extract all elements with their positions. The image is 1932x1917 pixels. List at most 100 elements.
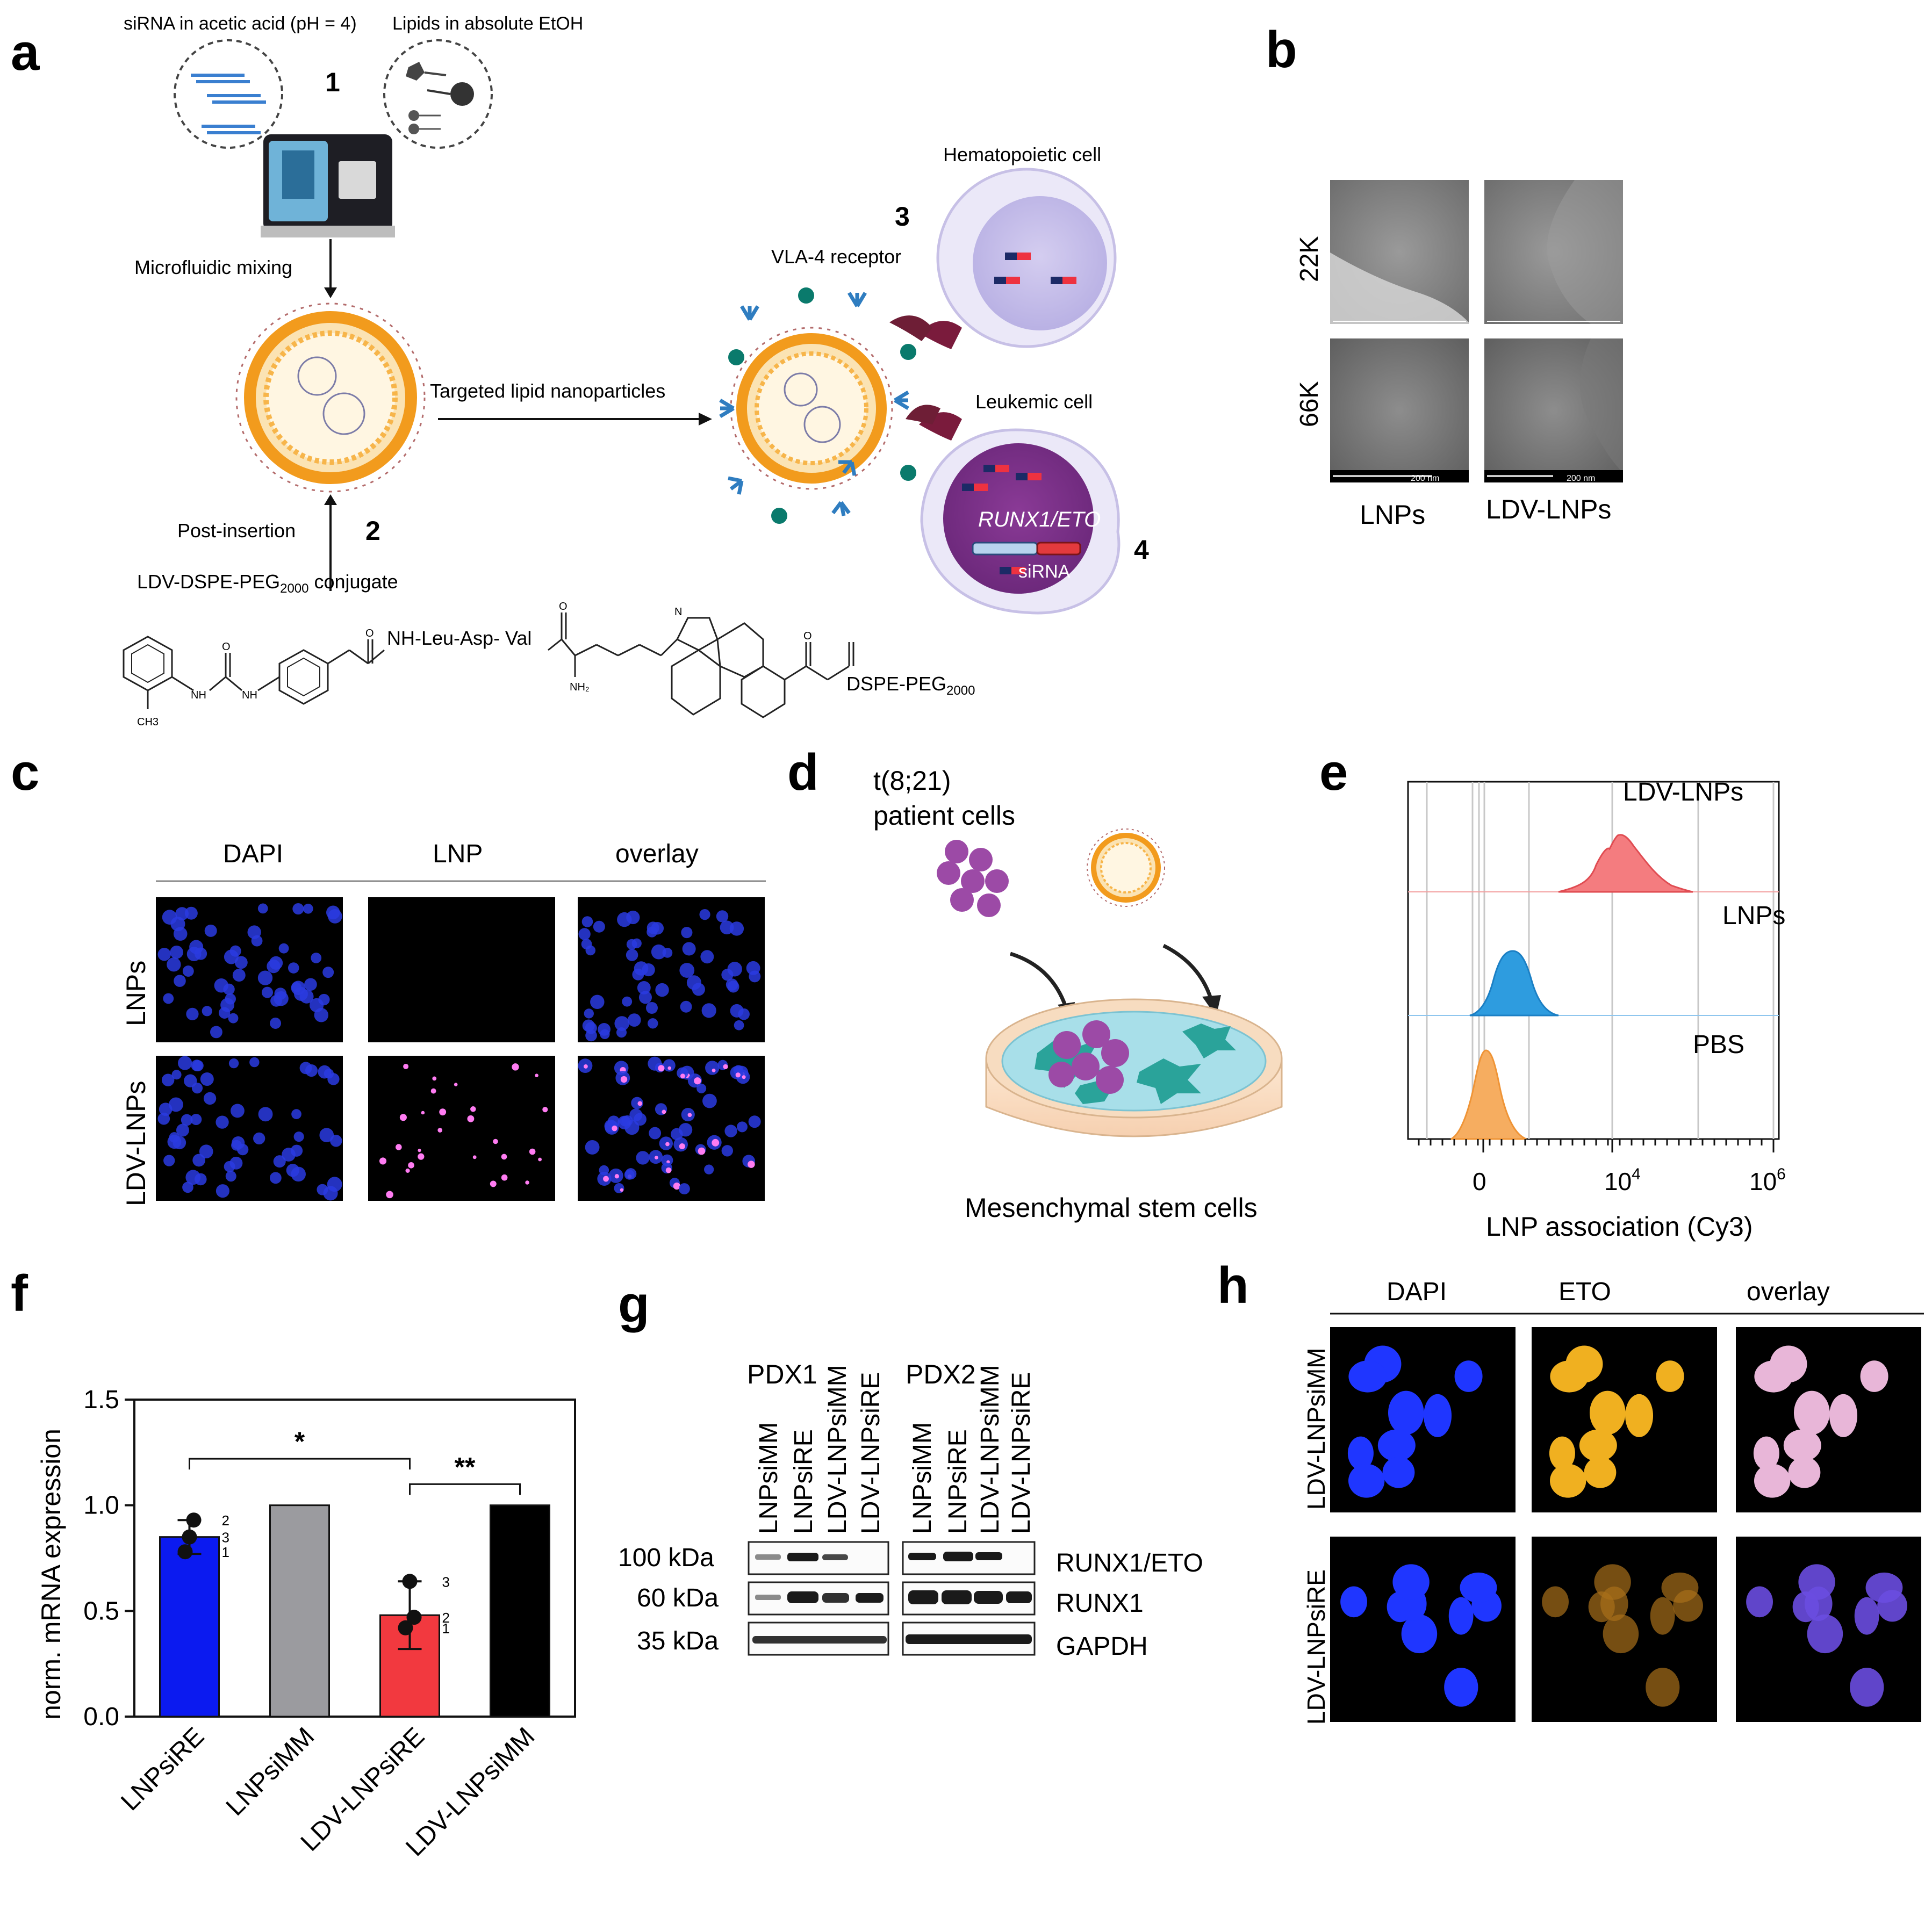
lnp-dot — [667, 1066, 671, 1070]
conjugate-label: LDV-DSPE-PEG2000 conjugate — [137, 571, 398, 596]
step-4-label: 4 — [1134, 535, 1149, 565]
lnp-dot — [418, 1153, 425, 1160]
conjugate-suffix: conjugate — [308, 571, 398, 593]
panel-letter-f: f — [11, 1265, 28, 1322]
d-label-line1: t(8;21) — [873, 766, 951, 796]
nucleus-dot — [584, 1008, 594, 1019]
nucleus-dot — [702, 1093, 717, 1108]
cell-blob — [1603, 1614, 1639, 1654]
nucleus-dot — [629, 1108, 643, 1122]
nucleus-dot — [681, 927, 693, 939]
hist-lnps — [1469, 950, 1559, 1017]
lnp-dot — [673, 1183, 680, 1190]
nucleus-dot — [648, 1018, 658, 1029]
panel-h: h DAPI ETO overlay LDV-LNPsiMM LDV-LNPsi… — [1217, 1257, 1924, 1725]
tick-10e6-base: 10 — [1749, 1168, 1777, 1195]
chem-o-2: O — [365, 628, 374, 639]
cell-blob — [1650, 1597, 1675, 1635]
h-row-simm: LDV-LNPsiMM — [1302, 1347, 1330, 1510]
tick-10e4-exp: 4 — [1632, 1165, 1641, 1183]
nucleus-dot — [232, 969, 246, 982]
row-label-66k: 66K — [1295, 381, 1324, 427]
panel-letter-h: h — [1217, 1257, 1249, 1314]
tick-10e4: 104 — [1604, 1165, 1641, 1195]
flow-axis-ticks — [1418, 1139, 1775, 1152]
sirna-label: siRNA — [1018, 561, 1071, 582]
sirna-circle — [174, 39, 283, 149]
nucleus-dot — [231, 1104, 245, 1118]
arrow-targeted-head — [699, 413, 712, 426]
cell-blob — [1348, 1360, 1387, 1393]
cell-blob — [1377, 1429, 1416, 1462]
nucleus-dot — [582, 1019, 595, 1032]
panel-e: e LDV-LNPs LNPs PBS 0 104 106 LNP associ… — [1319, 744, 1786, 1242]
arrow-cells-dish — [1009, 952, 1069, 1011]
nucleus-dot — [204, 924, 217, 937]
kda-35: 35 kDa — [637, 1627, 719, 1655]
nucleus-dot — [293, 1132, 304, 1142]
nucleus-dot — [190, 1114, 202, 1125]
nucleus-dot — [181, 1114, 193, 1126]
sig-bracket-1 — [189, 1458, 411, 1470]
nucleus-dot — [247, 925, 261, 939]
lnp-dot — [748, 1161, 755, 1168]
lane-label: LDV-LNPsiRE — [1007, 1372, 1036, 1534]
y-tick-label: 0.0 — [83, 1703, 119, 1731]
lnp-particle-left — [235, 302, 426, 493]
nucleus-dot — [614, 1016, 630, 1031]
nucleus-dot — [182, 1181, 193, 1193]
nucleus-dot — [327, 1073, 340, 1085]
lnp-dot — [662, 1109, 666, 1114]
nucleus-dot — [330, 1135, 342, 1147]
band-runx1eto: RUNX1/ETO — [1056, 1549, 1203, 1577]
hist-label-pbs: PBS — [1693, 1030, 1744, 1059]
nucleus-dot — [161, 1073, 175, 1086]
step-2-label: 2 — [365, 516, 380, 546]
h-col-dapi: DAPI — [1387, 1278, 1447, 1306]
nucleus-dot — [292, 903, 304, 915]
nucleus-dot — [219, 1007, 231, 1019]
band-gapdh: GAPDH — [1056, 1632, 1148, 1661]
nucleus-dot — [318, 1065, 332, 1079]
bar-LDV-LNPsiMM — [490, 1504, 550, 1718]
data-point — [406, 1610, 422, 1625]
panel-letter-b: b — [1266, 21, 1297, 78]
nucleus-dot — [645, 1001, 658, 1014]
nucleus-dot — [626, 949, 638, 961]
microfluidic-label: Microfluidic mixing — [134, 256, 292, 278]
nucleus-dot — [169, 1132, 180, 1143]
lnp-dot — [490, 1180, 497, 1187]
d-label-line2: patient cells — [873, 801, 1015, 831]
nucleus-dot — [291, 1109, 301, 1119]
chem-nh-2: NH — [242, 689, 257, 701]
nucleus-dot — [626, 939, 637, 950]
nucleus-dot — [724, 1125, 737, 1137]
sirna-solution-label: siRNA in acetic acid (pH = 4) — [124, 13, 357, 34]
post-insertion-label: Post-insertion — [177, 520, 296, 542]
data-point — [177, 1544, 193, 1560]
nucleus-dot — [311, 953, 322, 963]
band-runx1: RUNX1 — [1056, 1589, 1144, 1618]
nucleus-dot — [178, 1056, 192, 1070]
cell-blob — [1348, 1464, 1385, 1498]
cell-blob — [1549, 1464, 1586, 1498]
cell-blob — [1793, 1390, 1830, 1435]
cell-blob — [1584, 1457, 1617, 1488]
lane-label: LDV-LNPsiMM — [823, 1365, 852, 1534]
row-label-ldv-lnps: LDV-LNPs — [121, 1081, 151, 1206]
nucleus-dot — [704, 1164, 714, 1174]
cell-blob — [1625, 1394, 1654, 1437]
lnp-dot — [698, 1147, 706, 1155]
nucleus-dot — [647, 926, 658, 938]
nucleus-dot — [186, 947, 202, 962]
cell-blob — [1860, 1360, 1888, 1392]
nucleus-dot — [323, 1186, 338, 1201]
panel-d: d t(8;21) patient cells — [787, 744, 1283, 1223]
nucleus-dot — [314, 1008, 329, 1022]
step-3-label: 3 — [895, 201, 910, 232]
cell-blob — [1589, 1390, 1626, 1435]
tick-10e6: 106 — [1749, 1165, 1786, 1195]
nucleus-dot — [174, 975, 186, 987]
tem-ldv-66k-edge — [1580, 338, 1623, 473]
